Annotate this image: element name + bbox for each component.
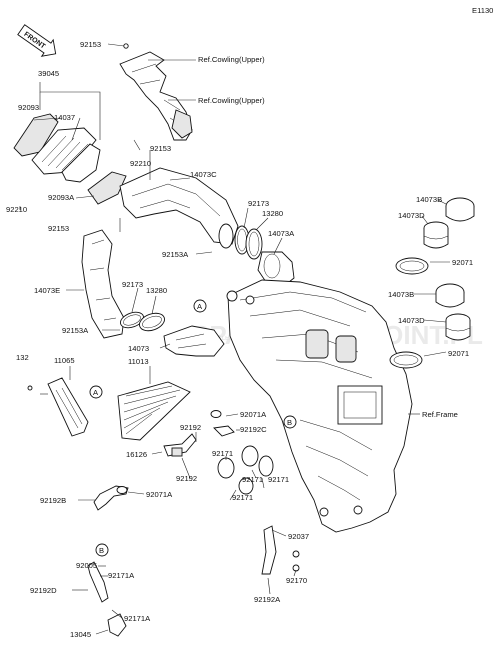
callout-b-2: B — [95, 543, 109, 557]
label-132: 132 — [16, 353, 29, 362]
label-92153-top: 92153 — [80, 40, 101, 49]
label-92153-c: 92153 — [48, 224, 69, 233]
label-92171A-a: 92171A — [108, 571, 135, 580]
label-ref-cowling-upper-2: Ref.Cowling(Upper) — [198, 96, 265, 105]
tube-92192 — [163, 433, 197, 457]
label-39045: 39045 — [38, 69, 59, 78]
label-14073E: 14073E — [34, 286, 60, 295]
hose-92192A — [261, 525, 300, 575]
label-92005: 92005 — [76, 561, 97, 570]
label-92071A-b: 92071A — [146, 490, 173, 499]
label-ref-cowling-upper-1: Ref.Cowling(Upper) — [198, 55, 265, 64]
label-92173-a: 92173 — [248, 199, 269, 208]
label-92153-b: 92153 — [150, 144, 171, 153]
label-92192-b: 92192 — [176, 474, 197, 483]
clamp-92071-lower — [389, 351, 423, 369]
label-ref-frame: Ref.Frame — [422, 410, 458, 419]
diagram-code: E1130 — [472, 6, 493, 15]
label-92192A: 92192A — [254, 595, 281, 604]
label-14073B-a: 14073B — [416, 195, 442, 204]
label-92171-d: 92171 — [232, 493, 253, 502]
label-92071A-a: 92071A — [240, 410, 267, 419]
label-92071-a: 92071 — [452, 258, 473, 267]
label-92153A-b: 92153A — [62, 326, 89, 335]
label-92093: 92093 — [18, 103, 39, 112]
label-92153A-a: 92153A — [162, 250, 189, 259]
label-92210-a: 92210 — [6, 205, 27, 214]
label-14073C: 14073C — [190, 170, 217, 179]
intake-duct-14073 — [163, 325, 225, 357]
seal-13280-upper — [245, 228, 263, 260]
air-filter-11013 — [117, 381, 191, 441]
label-14037: 14037 — [54, 113, 75, 122]
label-92192: 92192 — [180, 423, 201, 432]
label-16126: 16126 — [126, 450, 147, 459]
intake-cover-14037 — [13, 113, 101, 183]
hose-92192B — [93, 485, 129, 511]
hose-92192D — [87, 561, 109, 603]
watermark-sub: INTERNETOWY SKLEP MOTOCYKLOWY — [168, 336, 283, 342]
duct-14073D-upper — [423, 221, 449, 249]
intake-duct-14073C — [119, 167, 239, 249]
callout-a-1-text: A — [197, 302, 203, 311]
label-14073D-a: 14073D — [398, 211, 425, 220]
label-92173-b: 92173 — [122, 280, 143, 289]
seal-13280-lower — [139, 312, 165, 332]
label-14073: 14073 — [128, 344, 149, 353]
label-92037: 92037 — [288, 532, 309, 541]
label-92093A: 92093A — [48, 193, 75, 202]
label-92170: 92170 — [286, 576, 307, 585]
clamp-92173-lower — [120, 311, 144, 329]
label-13045: 13045 — [70, 630, 91, 639]
callout-a-2-text: A — [93, 388, 99, 397]
callout-b-2-text: B — [99, 546, 104, 555]
duct-14073B-upper — [445, 197, 475, 222]
label-92192D: 92192D — [30, 586, 57, 595]
clamp-92071-upper — [395, 257, 429, 275]
callout-b-1: B — [283, 415, 297, 429]
label-92171A-b: 92171A — [124, 614, 151, 623]
duct-14073B-lower — [435, 283, 465, 308]
label-92192C: 92192C — [240, 425, 267, 434]
part-labels: 92153 Ref.Cowling(Upper) 39045 Ref.Cowli… — [6, 40, 473, 639]
callout-b-1-text: B — [287, 418, 292, 427]
leader-lines — [19, 43, 450, 635]
label-92171-a: 92171 — [212, 449, 233, 458]
frame-assembly — [226, 279, 413, 533]
label-14073B-b: 14073B — [388, 290, 414, 299]
front-arrow-icon: FRONT — [17, 24, 57, 57]
label-92171-c: 92171 — [268, 475, 289, 484]
label-13280-b: 13280 — [146, 286, 167, 295]
intake-duct-14073E — [81, 229, 125, 339]
clamps-92171-group — [217, 445, 274, 495]
label-13280-a: 13280 — [262, 209, 283, 218]
label-14073A: 14073A — [268, 229, 295, 238]
bracket-11065 — [27, 377, 89, 437]
cowling-stay-bracket — [119, 43, 193, 141]
label-92071-b: 92071 — [448, 349, 469, 358]
tube-92192C — [213, 425, 235, 437]
label-92171-b: 92171 — [242, 475, 263, 484]
label-14073D-b: 14073D — [398, 316, 425, 325]
label-92210-b: 92210 — [130, 159, 151, 168]
clamp-92173-upper — [234, 225, 250, 255]
grommet-92071A-upper — [210, 410, 222, 418]
label-92192B: 92192B — [40, 496, 66, 505]
label-11013: 11013 — [128, 357, 149, 366]
label-11065: 11065 — [54, 356, 75, 365]
duct-14073D-lower — [445, 313, 471, 341]
callout-a-1: A — [193, 299, 207, 313]
callout-a-2: A — [89, 385, 103, 399]
